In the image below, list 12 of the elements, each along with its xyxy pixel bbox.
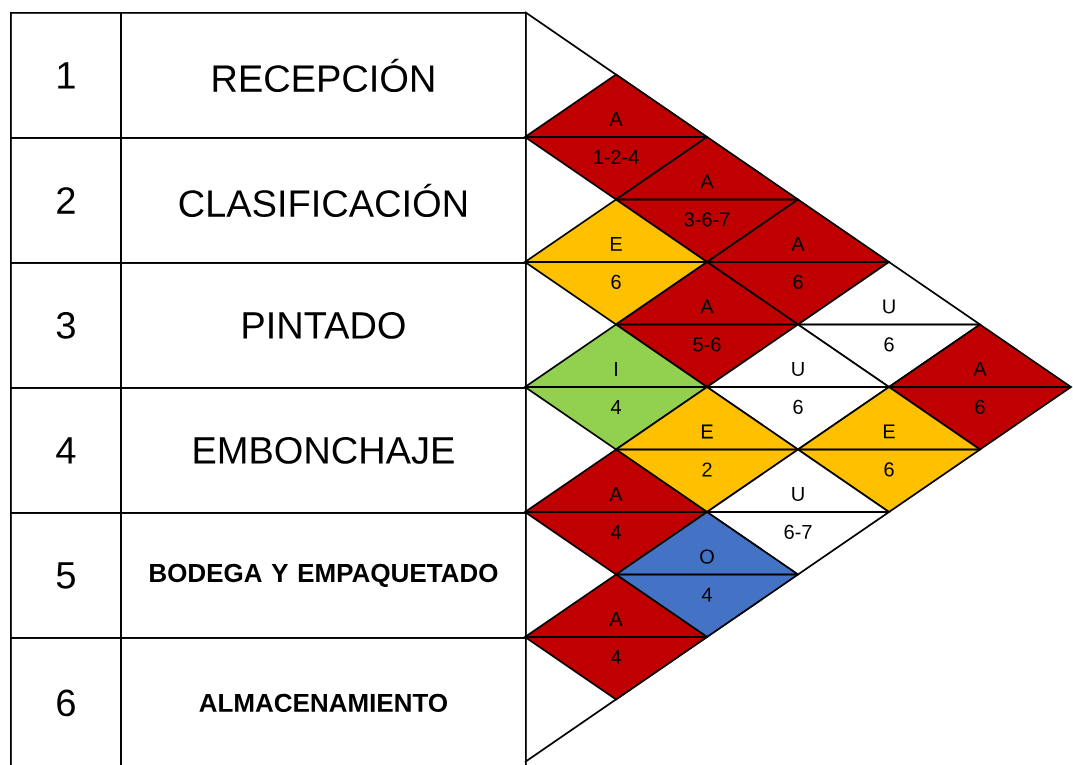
table-cell: PINTADO — [120, 262, 527, 389]
table-cell: 1 — [10, 12, 122, 139]
table-cell: 5 — [10, 512, 122, 639]
table-cell: EMBONCHAJE — [120, 387, 527, 514]
table-cell: RECEPCIÓN — [120, 12, 527, 139]
table-cell: CLASIFICACIÓN — [120, 137, 527, 264]
table-cell: ALMACENAMIENTO — [120, 637, 527, 765]
table-cell: 3 — [10, 262, 122, 389]
table-cell: 4 — [10, 387, 122, 514]
table-cell: 2 — [10, 137, 122, 264]
table-cell: 6 — [10, 637, 122, 765]
table-cell: BODEGA Y EMPAQUETADO — [120, 512, 527, 639]
